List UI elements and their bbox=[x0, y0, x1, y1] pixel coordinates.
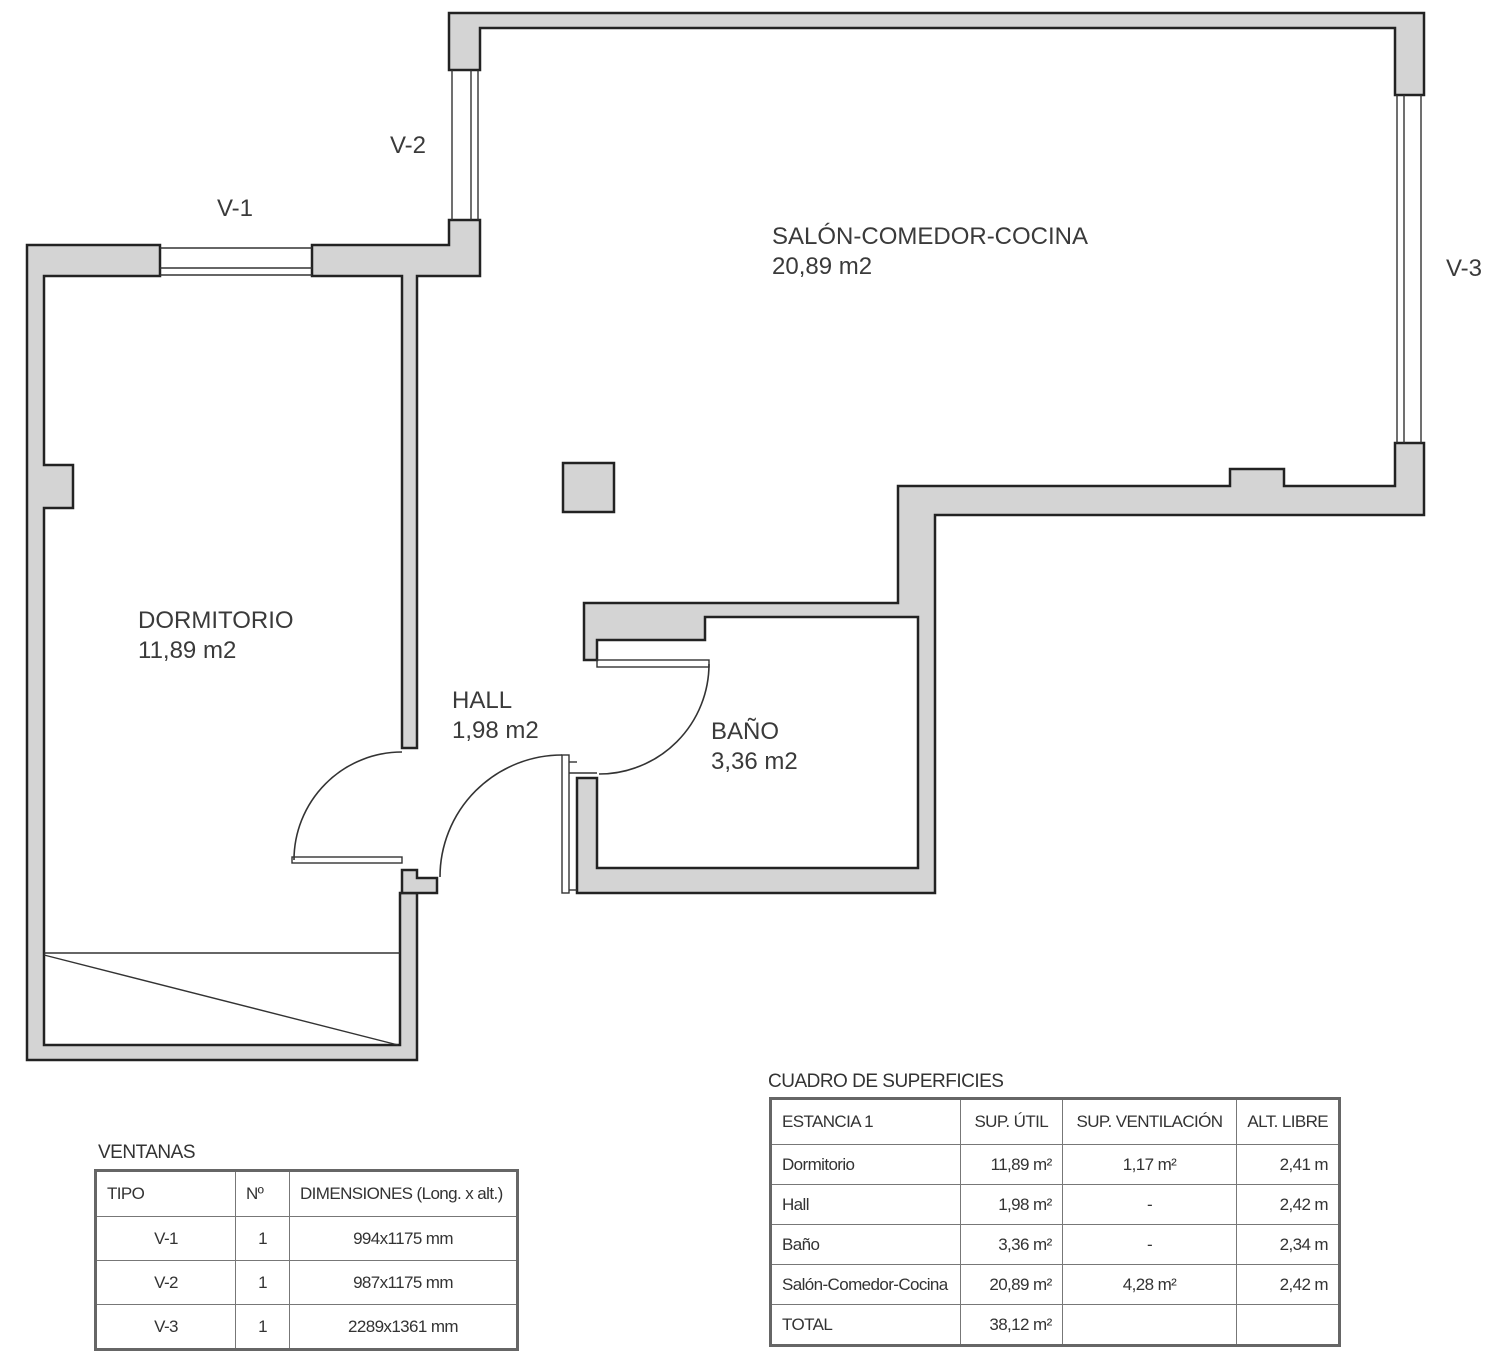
table-cell: V-3 bbox=[95, 1304, 236, 1350]
table-cell: Salón-Comedor-Cocina bbox=[770, 1264, 961, 1305]
table-row: V-3 1 2289x1361 mm bbox=[95, 1304, 518, 1350]
table-row: Hall 1,98 m² - 2,42 m bbox=[770, 1184, 1340, 1225]
table-header: DIMENSIONES (Long. x alt.) bbox=[289, 1170, 518, 1217]
table-header: SUP. VENTILACIÓN bbox=[1061, 1098, 1238, 1145]
room-area: 1,98 m2 bbox=[452, 717, 539, 744]
doors bbox=[291, 659, 710, 894]
dormitorio-door-leaf bbox=[291, 856, 403, 864]
superficies-title: CUADRO DE SUPERFICIES bbox=[768, 1071, 1004, 1092]
room-label-salon: SALÓN-COMEDOR-COCINA 20,89 m2 bbox=[772, 222, 1088, 282]
dormitorio-walls bbox=[25, 218, 482, 1062]
table-cell: 2,34 m bbox=[1236, 1224, 1340, 1265]
table-cell: 2,42 m bbox=[1236, 1184, 1340, 1225]
window-v3 bbox=[1396, 95, 1422, 443]
ventanas-title: VENTANAS bbox=[98, 1142, 196, 1163]
table-cell: 3,36 m² bbox=[959, 1224, 1063, 1265]
table-row: Baño 3,36 m² - 2,34 m bbox=[770, 1224, 1340, 1265]
table-cell: 1 bbox=[235, 1304, 290, 1350]
table-header: TIPO bbox=[95, 1170, 236, 1217]
room-name: HALL bbox=[452, 687, 513, 714]
window-v2 bbox=[451, 70, 479, 220]
table-row: Dormitorio 11,89 m² 1,17 m² 2,41 m bbox=[770, 1144, 1340, 1185]
table-cell bbox=[1236, 1304, 1340, 1346]
table-header-row: ESTANCIA 1 SUP. ÚTIL SUP. VENTILACIÓN AL… bbox=[770, 1098, 1340, 1145]
table-cell: Dormitorio bbox=[770, 1144, 961, 1185]
bano-door-leaf bbox=[596, 659, 710, 668]
table-cell: 2,41 m bbox=[1236, 1144, 1340, 1185]
table-row-total: TOTAL 38,12 m² bbox=[770, 1304, 1340, 1346]
table-cell: TOTAL bbox=[770, 1304, 961, 1346]
table-cell: 987x1175 mm bbox=[289, 1260, 518, 1305]
table-cell: 11,89 m² bbox=[959, 1144, 1063, 1185]
table-header: SUP. ÚTIL bbox=[959, 1098, 1063, 1145]
table-cell bbox=[1061, 1304, 1238, 1346]
window-tag-v1: V-1 bbox=[217, 195, 254, 222]
hall-door-swing bbox=[439, 754, 563, 878]
table-row: Salón-Comedor-Cocina 20,89 m² 4,28 m² 2,… bbox=[770, 1264, 1340, 1305]
dormitorio-wall-top-right bbox=[310, 218, 482, 750]
ventanas-table: TIPO Nº DIMENSIONES (Long. x alt.) V-1 1… bbox=[94, 1169, 519, 1351]
room-label-hall: HALL 1,98 m2 bbox=[452, 686, 539, 746]
table-cell: 1,17 m² bbox=[1061, 1144, 1238, 1185]
table-cell: Hall bbox=[770, 1184, 961, 1225]
wardrobe-lines bbox=[43, 952, 400, 1046]
table-cell: 38,12 m² bbox=[959, 1304, 1063, 1346]
window-v1 bbox=[160, 247, 312, 276]
table-row: V-1 1 994x1175 mm bbox=[95, 1216, 518, 1261]
table-header-row: TIPO Nº DIMENSIONES (Long. x alt.) bbox=[95, 1170, 518, 1217]
table-cell: - bbox=[1061, 1224, 1238, 1265]
dormitorio-wall-top-left bbox=[25, 243, 419, 1062]
table-cell: 4,28 m² bbox=[1061, 1264, 1238, 1305]
table-header: ESTANCIA 1 bbox=[770, 1098, 961, 1145]
table-cell: 1 bbox=[235, 1216, 290, 1261]
room-name: DORMITORIO bbox=[138, 607, 294, 634]
table-cell: 20,89 m² bbox=[959, 1264, 1063, 1305]
room-label-bano: BAÑO 3,36 m2 bbox=[711, 717, 798, 777]
room-label-dormitorio: DORMITORIO 11,89 m2 bbox=[138, 606, 294, 666]
table-cell: 1 bbox=[235, 1260, 290, 1305]
table-header: Nº bbox=[235, 1170, 290, 1217]
table-cell: - bbox=[1061, 1184, 1238, 1225]
room-area: 3,36 m2 bbox=[711, 748, 798, 775]
table-cell: 2,42 m bbox=[1236, 1264, 1340, 1305]
room-area: 11,89 m2 bbox=[138, 637, 237, 664]
table-cell: Baño bbox=[770, 1224, 961, 1265]
dormitorio-door-jamb bbox=[400, 868, 439, 895]
room-name: SALÓN-COMEDOR-COCINA bbox=[772, 223, 1089, 250]
hall-door-leaf bbox=[561, 754, 570, 894]
salon-wall-bottom bbox=[575, 441, 1426, 895]
superficies-table: ESTANCIA 1 SUP. ÚTIL SUP. VENTILACIÓN AL… bbox=[769, 1097, 1341, 1347]
column bbox=[561, 461, 616, 514]
window-tag-v3: V-3 bbox=[1446, 255, 1483, 282]
table-cell: 2289x1361 mm bbox=[289, 1304, 518, 1350]
room-area: 20,89 m2 bbox=[772, 253, 873, 280]
window-tag-v2: V-2 bbox=[390, 132, 427, 159]
table-cell: V-1 bbox=[95, 1216, 236, 1261]
room-name: BAÑO bbox=[711, 718, 780, 745]
table-header: ALT. LIBRE bbox=[1236, 1098, 1340, 1145]
table-row: V-2 1 987x1175 mm bbox=[95, 1260, 518, 1305]
salon-wall-top bbox=[447, 11, 1426, 97]
dormitorio-door-swing bbox=[293, 751, 403, 861]
bano-door-swing bbox=[598, 663, 710, 775]
table-cell: 1,98 m² bbox=[959, 1184, 1063, 1225]
salon-walls bbox=[447, 11, 1426, 895]
table-cell: V-2 bbox=[95, 1260, 236, 1305]
table-cell: 994x1175 mm bbox=[289, 1216, 518, 1261]
